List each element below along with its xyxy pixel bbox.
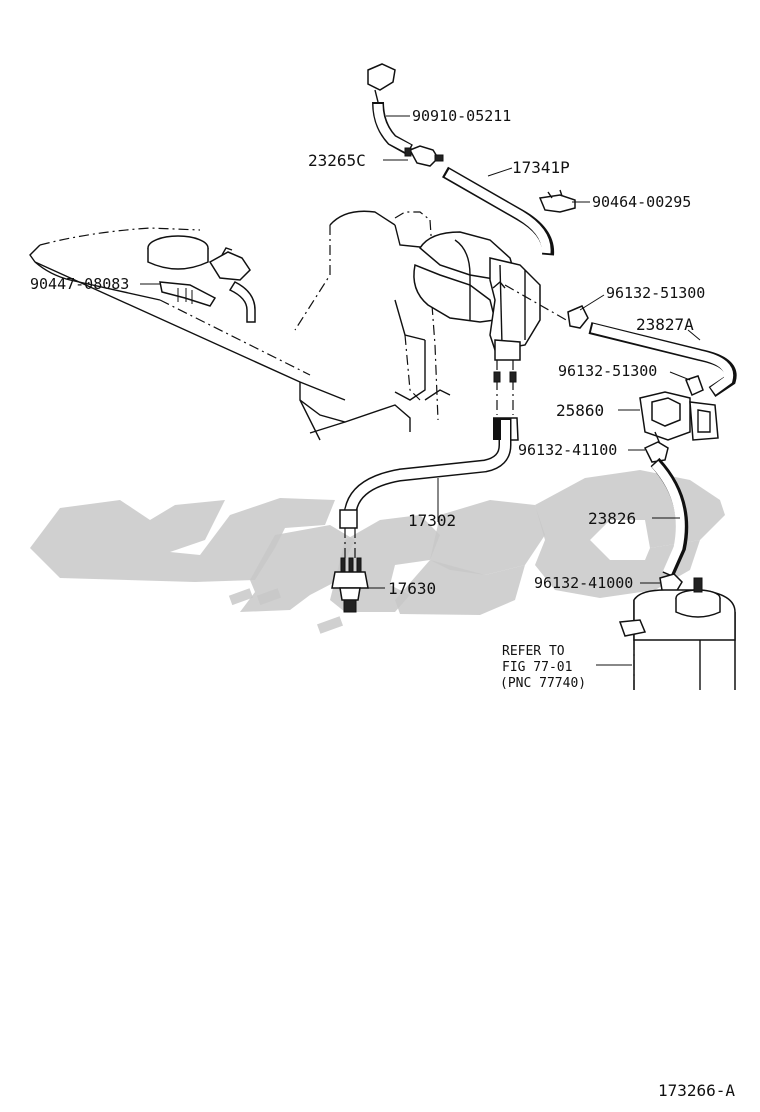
charcoal-canister <box>618 577 736 690</box>
clamp-96132-41100 <box>643 441 669 463</box>
intake-assembly <box>413 231 576 415</box>
clamp-90464-00295 <box>538 189 576 213</box>
label-23265c: 23265C <box>308 151 366 170</box>
connector-23265c <box>404 145 444 167</box>
label-96132-51300-b: 96132-51300 <box>558 362 657 380</box>
refer-note-line3: (PNC 77740) <box>500 676 586 691</box>
clamp-96132-41000 <box>659 573 683 593</box>
watermark-logo <box>30 470 725 634</box>
refer-note: REFER TO FIG 77-01 (PNC 77740) <box>500 644 586 691</box>
label-96132-41000: 96132-41000 <box>534 574 633 592</box>
label-17341p: 17341P <box>512 158 570 177</box>
label-90910-05211: 90910-05211 <box>412 107 511 125</box>
vsv-25860 <box>639 391 719 445</box>
clamp-96132-51300-a <box>567 305 589 329</box>
figure-id: 173266-A <box>658 1081 735 1100</box>
clamp-96132-51300-b <box>685 375 704 397</box>
hose-23827a <box>588 322 737 397</box>
vacuum-switch-17630 <box>331 528 369 613</box>
label-17302: 17302 <box>408 511 456 530</box>
refer-note-line1: REFER TO <box>502 644 565 659</box>
hose-17341p <box>442 166 555 256</box>
label-17630: 17630 <box>388 579 436 598</box>
label-23827a: 23827A <box>636 315 694 334</box>
label-25860: 25860 <box>556 401 604 420</box>
hose-23826 <box>650 457 689 578</box>
leader-lines <box>140 115 701 666</box>
label-90447-08083: 90447-08083 <box>30 275 129 293</box>
label-90464-00295: 90464-00295 <box>592 193 691 211</box>
refer-note-line2: FIG 77-01 <box>502 660 572 675</box>
engine-outline <box>29 210 451 441</box>
part-labels: 90910-05211 23265C 17341P 90464-00295 90… <box>30 107 705 598</box>
label-96132-41100: 96132-41100 <box>518 441 617 459</box>
hose-90910-05211 <box>367 63 413 156</box>
label-23826: 23826 <box>588 509 636 528</box>
hose-17302 <box>339 417 519 529</box>
label-96132-51300-a: 96132-51300 <box>606 284 705 302</box>
